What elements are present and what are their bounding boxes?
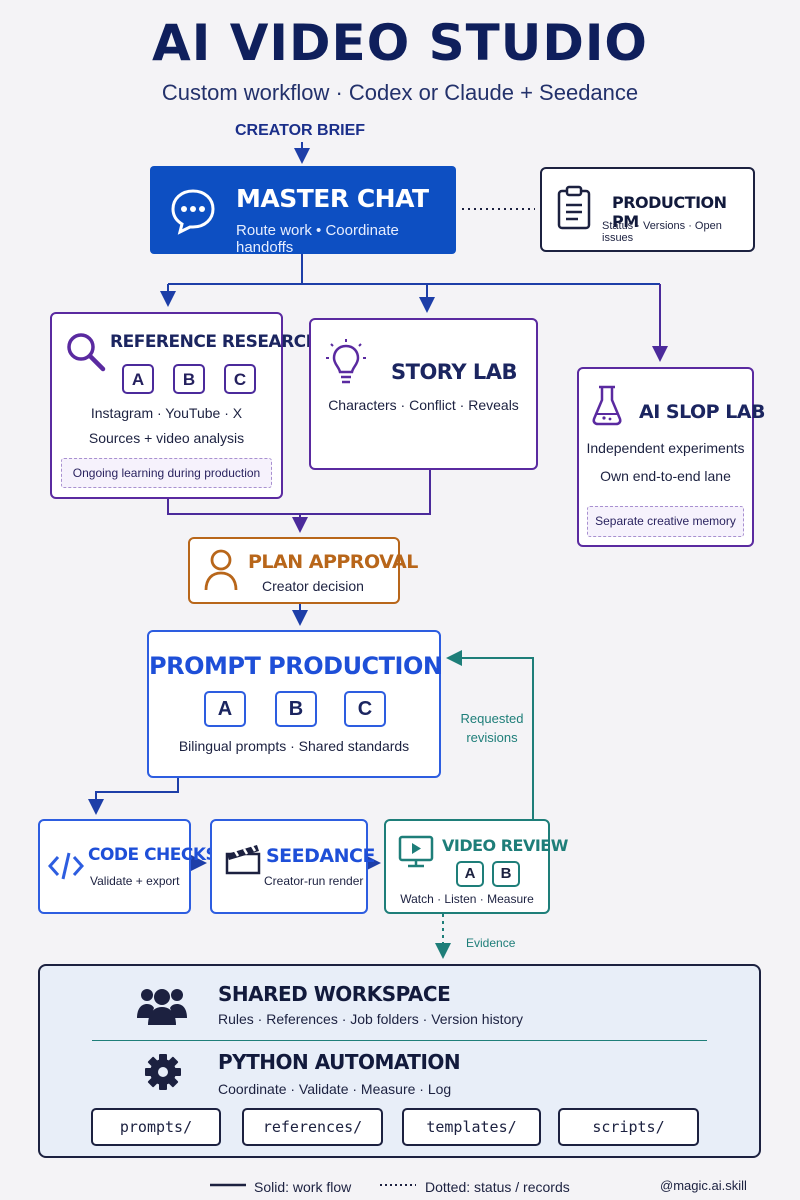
ai-slop-lab-title: AI SLOP LAB	[639, 401, 766, 423]
reference-letter-c: C	[224, 364, 256, 394]
page-subtitle: Custom workflow · Codex or Claude + Seed…	[161, 80, 639, 105]
python-automation-title: PYTHON AUTOMATION	[218, 1050, 461, 1074]
video-review-title: VIDEO REVIEW	[442, 836, 568, 855]
prompt-letter-c: C	[344, 691, 386, 727]
author-handle: @magic.ai.skill	[660, 1178, 747, 1193]
video-review-box: VIDEO REVIEW A B Watch · Listen · Measur…	[384, 819, 568, 914]
review-letter-b: B	[492, 861, 520, 887]
master-branch-lines	[168, 254, 660, 285]
folder-references: references/	[242, 1108, 383, 1146]
story-lab-sub: Characters · Conflict · Reveals	[328, 397, 519, 413]
production-pm-sub: Status · Versions · Open issues	[602, 220, 722, 244]
story-lab-box: STORY LAB Characters · Conflict · Reveal…	[309, 318, 538, 470]
arrow-to-code	[88, 778, 179, 815]
people-icon	[137, 989, 187, 1025]
chat-bubble-icon	[171, 189, 215, 235]
ai-slop-lab-box: AI SLOP LAB Independent experiments Own …	[577, 367, 766, 547]
code-icon	[48, 852, 84, 880]
legend-solid-line	[210, 1183, 246, 1187]
reference-platforms: Instagram · YouTube · X	[90, 405, 243, 421]
prompt-production-title: PROMPT PRODUCTION	[149, 652, 443, 680]
reference-note: Ongoing learning during production	[61, 458, 272, 488]
plan-approval-sub: Creator decision	[262, 578, 364, 594]
shared-workspace-sub: Rules · References · Job folders · Versi…	[218, 1011, 524, 1027]
master-chat-sub: Route work • Coordinate handoffs	[236, 222, 399, 256]
production-pm-title: PRODUCTION PM	[612, 193, 727, 231]
reference-research-title: REFERENCE RESEARCH	[110, 332, 320, 352]
gear-icon	[145, 1054, 181, 1090]
legend-solid-label: Solid: work flow	[254, 1179, 352, 1195]
prompt-production-sub: Bilingual prompts · Shared standards	[178, 738, 410, 754]
seedance-box: SEEDANCE Creator-run render	[210, 819, 375, 914]
folder-prompts: prompts/	[91, 1108, 221, 1146]
production-pm-box: PRODUCTION PM Status · Versions · Open i…	[540, 167, 755, 252]
master-chat-title: MASTER CHAT	[236, 184, 429, 213]
seedance-sub: Creator-run render	[264, 874, 364, 888]
revisions-label-1: Requested	[460, 711, 524, 726]
legend-dotted-line	[380, 1184, 416, 1186]
video-review-sub: Watch · Listen · Measure	[400, 892, 534, 906]
legend-dotted-label: Dotted: status / records	[425, 1179, 570, 1195]
play-screen-icon	[398, 835, 434, 868]
folder-scripts: scripts/	[558, 1108, 699, 1146]
revisions-label-2: revisions	[466, 730, 518, 745]
folder-templates: templates/	[402, 1108, 541, 1146]
person-icon	[204, 549, 238, 591]
clapperboard-icon	[225, 845, 261, 875]
reference-sources: Sources + video analysis	[88, 430, 245, 446]
magnifier-icon	[67, 333, 106, 372]
reference-letter-b: B	[173, 364, 205, 394]
merge-lines	[167, 470, 431, 515]
story-lab-title: STORY LAB	[391, 360, 517, 384]
prompt-letter-a: A	[204, 691, 246, 727]
python-automation-sub: Coordinate · Validate · Measure · Log	[218, 1081, 452, 1097]
revision-arrow	[446, 650, 534, 819]
creator-brief-label: CREATOR BRIEF	[234, 122, 366, 139]
evidence-label: Evidence	[466, 936, 516, 950]
ai-slop-line2: Own end-to-end lane	[600, 468, 731, 484]
code-checks-title: CODE CHECKS	[88, 845, 218, 865]
code-checks-sub: Validate + export	[90, 874, 180, 888]
master-chat-box: MASTER CHAT Route work • Coordinate hand…	[150, 166, 456, 256]
ai-slop-note: Separate creative memory	[587, 506, 744, 537]
seedance-title: SEEDANCE	[266, 845, 375, 867]
shared-workspace-title: SHARED WORKSPACE	[218, 982, 451, 1006]
ai-slop-line1: Independent experiments	[586, 440, 745, 456]
reference-letter-a: A	[122, 364, 154, 394]
page-title: AI VIDEO STUDIO	[152, 14, 648, 72]
code-checks-box: CODE CHECKS Validate + export	[38, 819, 218, 914]
workspace-divider	[92, 1040, 707, 1041]
plan-approval-title: PLAN APPROVAL	[248, 551, 418, 573]
review-letter-a: A	[456, 861, 484, 887]
clipboard-icon	[557, 185, 591, 230]
flask-icon	[592, 385, 622, 426]
reference-research-box: REFERENCE RESEARCH A B C Instagram · You…	[50, 312, 320, 499]
prompt-letter-b: B	[275, 691, 317, 727]
plan-approval-box: PLAN APPROVAL Creator decision	[188, 537, 418, 604]
lightbulb-icon	[326, 339, 366, 384]
prompt-production-box: PROMPT PRODUCTION A B C Bilingual prompt…	[147, 630, 443, 778]
